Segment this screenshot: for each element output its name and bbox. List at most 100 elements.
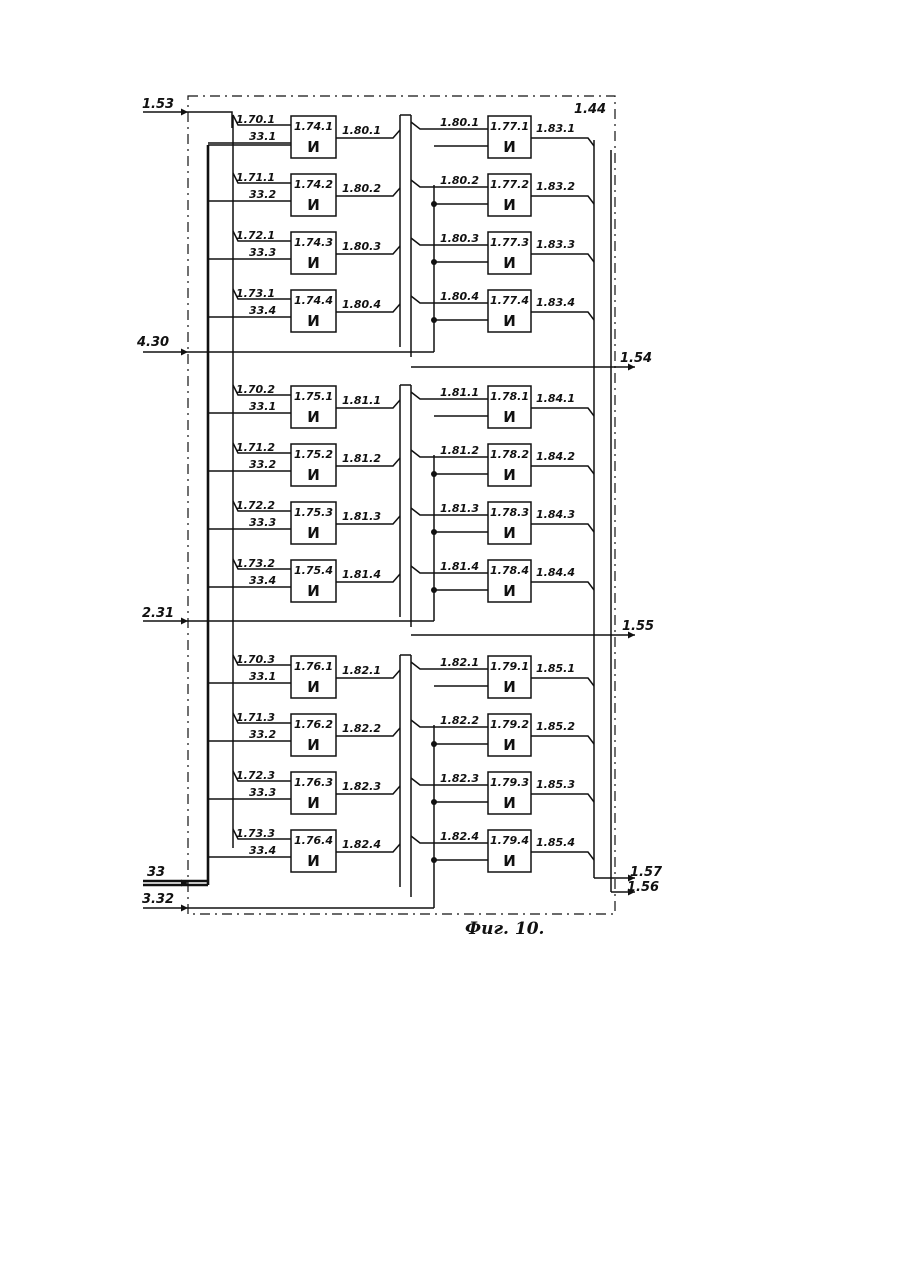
output-signal-label: 1.80.4 <box>342 298 381 311</box>
gate-output-wire <box>531 794 594 802</box>
gate-id-label: 1.76.2 <box>294 718 333 731</box>
gate-function-label: И <box>503 408 516 426</box>
input-signal-label: 1.80.1 <box>440 116 479 129</box>
gate-id-label: 1.79.1 <box>490 660 529 673</box>
gate-id-label: 1.79.3 <box>490 776 529 789</box>
gate-id-label: 1.74.1 <box>294 120 333 133</box>
input-signal-label: 1.70.3 <box>236 653 275 666</box>
arrow-1-53 <box>181 109 188 116</box>
gate-id-label: 1.75.2 <box>294 448 333 461</box>
gate-output-wire <box>531 852 594 860</box>
gate-function-label: И <box>307 794 320 812</box>
output-signal-label: 1.81.3 <box>342 510 381 523</box>
gate-id-label: 1.76.1 <box>294 660 333 673</box>
gate-id-label: 1.76.3 <box>294 776 333 789</box>
output-signal-label: 1.84.3 <box>536 508 575 521</box>
input-label-3-32: 3.32 <box>142 892 174 907</box>
output-signal-label: 1.83.4 <box>536 296 575 309</box>
junction-dot <box>431 799 437 805</box>
junction-dot <box>431 741 437 747</box>
gate-id-label: 1.75.1 <box>294 390 333 403</box>
gate-function-label: И <box>307 582 320 600</box>
output-signal-label: 1.80.3 <box>342 240 381 253</box>
junction-dot <box>431 857 437 863</box>
output-signal-label: 1.85.4 <box>536 836 575 849</box>
gate-id-label: 1.79.2 <box>490 718 529 731</box>
gate-id-label: 1.74.3 <box>294 236 333 249</box>
junction-dot <box>431 201 437 207</box>
frame-label: 1.44 <box>574 102 606 117</box>
output-signal-label: 1.83.3 <box>536 238 575 251</box>
gate-output-wire <box>531 312 594 320</box>
arrow-4-30 <box>181 349 188 356</box>
output-signal-label: 1.84.4 <box>536 566 575 579</box>
gate-id-label: 1.76.4 <box>294 834 333 847</box>
input-signal-label: 1.82.1 <box>440 656 479 669</box>
gate-function-label: И <box>307 138 320 156</box>
output-signal-label: 1.82.2 <box>342 722 381 735</box>
gate-id-label: 1.77.2 <box>490 178 529 191</box>
junction-dot <box>431 587 437 593</box>
gate-function-label: И <box>307 736 320 754</box>
junction-dot <box>431 471 437 477</box>
input-signal-label: 1.71.3 <box>236 711 275 724</box>
gate-id-label: 1.78.3 <box>490 506 529 519</box>
gate-output-wire <box>531 196 594 204</box>
input-label-1-53: 1.53 <box>142 97 174 112</box>
input-signal-label: 1.70.1 <box>236 113 275 126</box>
input-signal-label: 33.2 <box>249 188 276 201</box>
junction-dot <box>431 259 437 265</box>
input-signal-label: 1.81.4 <box>440 560 479 573</box>
gate-function-label: И <box>307 408 320 426</box>
gate-function-label: И <box>307 196 320 214</box>
gate-function-label: И <box>503 678 516 696</box>
gate-function-label: И <box>307 466 320 484</box>
output-label-1-55: 1.55 <box>622 619 654 634</box>
gate-id-label: 1.77.1 <box>490 120 529 133</box>
output-signal-label: 1.84.2 <box>536 450 575 463</box>
output-signal-label: 1.81.2 <box>342 452 381 465</box>
input-signal-label: 1.82.2 <box>440 714 479 727</box>
input-signal-label: 1.81.1 <box>440 386 479 399</box>
gate-function-label: И <box>307 312 320 330</box>
input-signal-label: 1.81.2 <box>440 444 479 457</box>
input-signal-label: 1.82.4 <box>440 830 479 843</box>
output-signal-label: 1.85.3 <box>536 778 575 791</box>
output-label-1-54: 1.54 <box>620 351 652 366</box>
gate-id-label: 1.77.3 <box>490 236 529 249</box>
arrow-3-32 <box>181 905 188 912</box>
output-signal-label: 1.81.4 <box>342 568 381 581</box>
input-signal-label: 33.3 <box>249 516 276 529</box>
input-signal-label: 33.2 <box>249 728 276 741</box>
output-signal-label: 1.80.2 <box>342 182 381 195</box>
gate-id-label: 1.79.4 <box>490 834 529 847</box>
gate-function-label: И <box>307 852 320 870</box>
input-signal-label: 33.3 <box>249 246 276 259</box>
input-signal-label: 1.73.2 <box>236 557 275 570</box>
input-signal-label: 1.81.3 <box>440 502 479 515</box>
output-signal-label: 1.81.1 <box>342 394 381 407</box>
gate-id-label: 1.74.2 <box>294 178 333 191</box>
gate-function-label: И <box>307 678 320 696</box>
input-signal-label: 1.80.2 <box>440 174 479 187</box>
input-signal-label: 33.4 <box>249 574 276 587</box>
gate-id-label: 1.78.4 <box>490 564 529 577</box>
output-signal-label: 1.83.2 <box>536 180 575 193</box>
input-signal-label: 33.4 <box>249 844 276 857</box>
output-signal-label: 1.83.1 <box>536 122 575 135</box>
input-signal-label: 33.3 <box>249 786 276 799</box>
output-signal-label: 1.82.3 <box>342 780 381 793</box>
input-signal-label: 33.2 <box>249 458 276 471</box>
gate-function-label: И <box>503 736 516 754</box>
gate-function-label: И <box>503 466 516 484</box>
gate-function-label: И <box>503 524 516 542</box>
gate-blocks: 1.74.1И1.70.133.11.80.11.74.2И1.71.133.2… <box>236 113 575 872</box>
junction-dot <box>431 529 437 535</box>
output-signal-label: 1.82.1 <box>342 664 381 677</box>
input-signal-label: 1.73.1 <box>236 287 275 300</box>
output-signal-label: 1.85.1 <box>536 662 575 675</box>
gate-function-label: И <box>503 254 516 272</box>
gate-function-label: И <box>503 312 516 330</box>
arrow-2-31 <box>181 618 188 625</box>
